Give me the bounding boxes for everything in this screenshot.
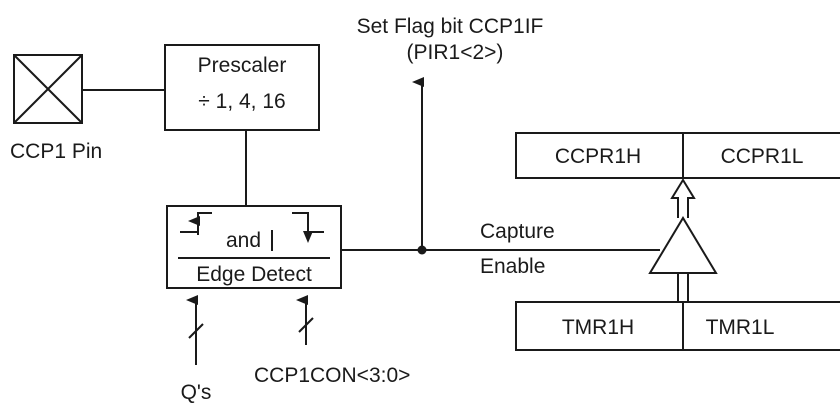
mode-select-label: CCP1CON<3:0> bbox=[254, 364, 410, 387]
q-clock-label: Q's bbox=[181, 381, 212, 404]
tmr1l-label: TMR1L bbox=[706, 316, 775, 339]
tmr1-register bbox=[515, 301, 840, 351]
tmr1h-label: TMR1H bbox=[562, 316, 634, 339]
ccpr-register bbox=[515, 132, 840, 179]
rising-edge-icon bbox=[180, 212, 212, 235]
falling-edge-icon bbox=[292, 212, 324, 243]
flag-label-line1: Set Flag bit CCP1IF bbox=[357, 15, 544, 38]
enable-label: Enable bbox=[480, 255, 545, 278]
buffer-to-ccpr-arrow bbox=[670, 178, 696, 218]
q-clock-bus-slash bbox=[188, 323, 204, 339]
tmr-to-buffer-bus bbox=[677, 273, 689, 302]
capture-label: Capture bbox=[480, 220, 555, 243]
prescaler-ratio: ÷ 1, 4, 16 bbox=[198, 90, 285, 113]
edge-detect-label: Edge Detect bbox=[196, 263, 312, 286]
prescaler-title: Prescaler bbox=[198, 54, 287, 77]
ccp1-pin-icon bbox=[13, 54, 83, 124]
prescaler-block bbox=[164, 44, 320, 131]
edge-detect-and: and bbox=[226, 229, 261, 252]
ccp1-pin-label: CCP1 Pin bbox=[10, 140, 102, 163]
ccpr1h-label: CCPR1H bbox=[555, 145, 641, 168]
capture-buffer bbox=[648, 216, 718, 274]
mode-select-bus-slash bbox=[298, 317, 314, 333]
flag-label-line2: (PIR1<2>) bbox=[407, 41, 504, 64]
ccpr1l-label: CCPR1L bbox=[721, 145, 804, 168]
